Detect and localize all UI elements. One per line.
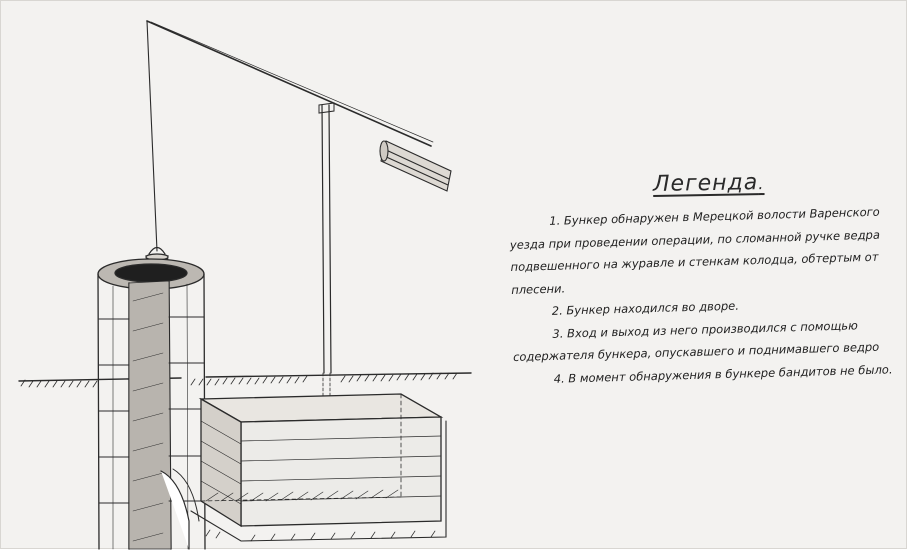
legend-item-1: 1. Бункер обнаружен в Мерецкой волости В…	[509, 200, 906, 301]
ground-line	[19, 373, 471, 381]
legend-text-block: 1. Бункер обнаружен в Мерецкой волости В…	[509, 200, 907, 391]
well-shaft	[98, 259, 205, 549]
support-post	[322, 105, 331, 373]
bunker-box	[191, 394, 446, 541]
legend-title-dot: .	[758, 174, 764, 193]
sweep-pole	[147, 21, 431, 146]
legend-title-text: Легенда	[653, 170, 759, 197]
legend-title: Легенда.	[653, 170, 765, 197]
counterweight-logs	[380, 141, 451, 191]
bucket-rope	[147, 21, 157, 251]
